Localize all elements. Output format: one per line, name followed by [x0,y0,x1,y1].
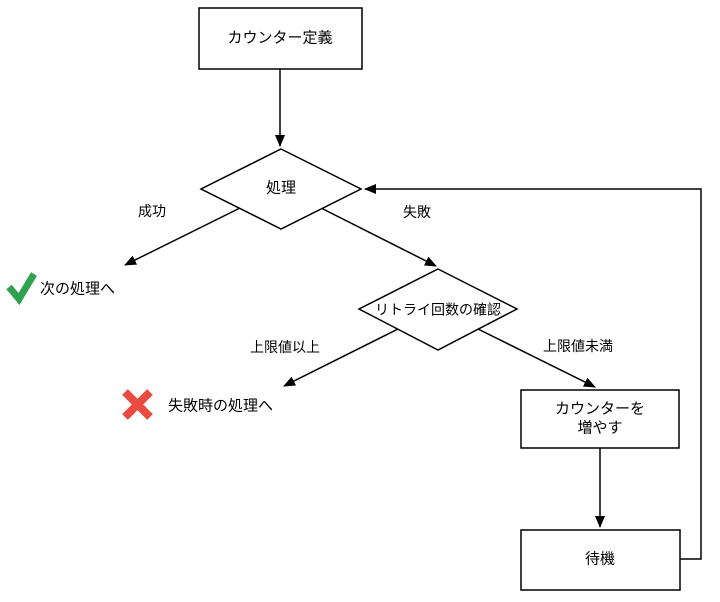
counter-def-box [198,7,363,70]
cross-icon [122,389,153,420]
edge-label-limit-reached: 上限値以上 [250,339,320,355]
edge-label-under-limit: 上限値未満 [543,338,613,354]
process-label: 処理 [265,179,297,197]
edge-wait-loop-to-process [364,184,702,560]
retry-check-label: リトライ回数の確認 [375,301,501,318]
next-process-label: 次の処理へ [40,280,116,298]
wait-label: 待機 [584,550,616,568]
edge-retry-under-limit [477,328,596,388]
edge-label-failure: 失敗 [403,204,431,220]
increment-counter-box [520,389,680,449]
edge-process-success [124,207,241,266]
wait-box [520,529,681,591]
edge-retry-limit-reached [283,328,399,387]
retry-check-diamond [357,268,519,351]
edge-process-failure [320,207,437,267]
increment-counter-label-line2: 増やす [577,419,623,436]
increment-counter-label: カウンターを 増やす [555,400,645,438]
failure-handler-label: 失敗時の処理へ [168,397,274,415]
check-icon [6,272,38,306]
increment-counter-label-line1: カウンターを [554,400,646,418]
edge-label-success: 成功 [138,203,166,219]
process-diamond [199,148,363,230]
counter-def-label: カウンター定義 [227,29,333,47]
